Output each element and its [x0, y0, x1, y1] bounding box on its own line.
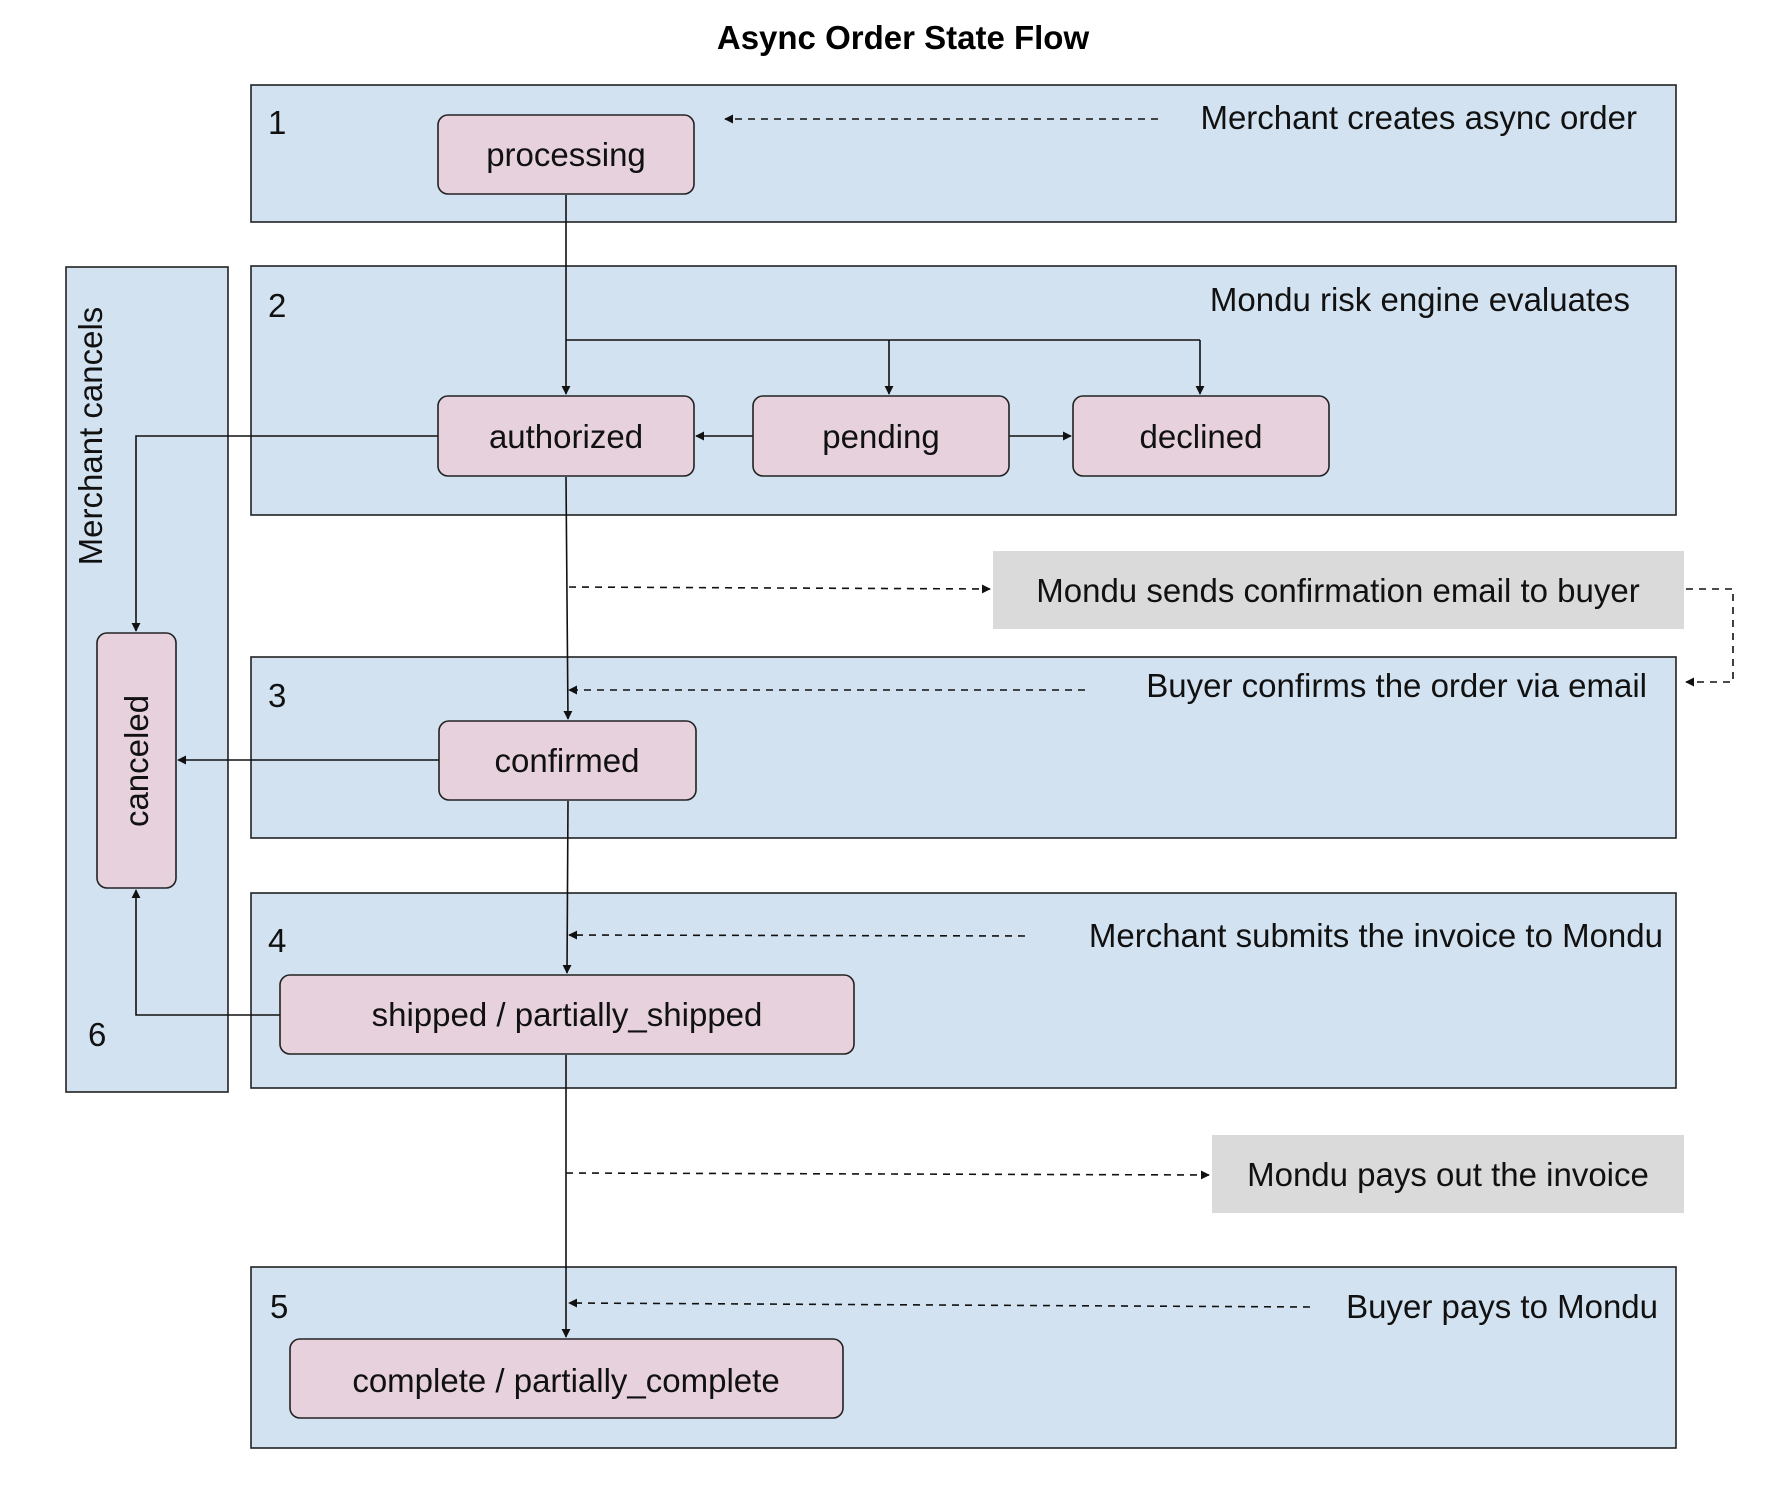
merchant-submits-invoice-arrow	[568, 930, 1026, 940]
authorized-to-confirmed-arrow	[563, 476, 573, 720]
state-canceled-label: canceled	[118, 695, 155, 827]
stage-5-number: 5	[270, 1288, 288, 1325]
state-shipped-box	[279, 974, 855, 1055]
stage-6-caption: Merchant cancels	[72, 307, 109, 566]
stage-4-number: 4	[268, 922, 286, 959]
shipped-to-canceled-arrow	[131, 889, 280, 1016]
confirmed-to-shipped-arrow	[562, 800, 572, 974]
stage-5-caption: Buyer pays to Mondu	[1346, 1288, 1658, 1325]
state-confirmed-box	[438, 720, 697, 801]
stage-2-number: 2	[268, 287, 286, 324]
state-authorized-label: authorized	[489, 418, 643, 455]
payout-note-box	[1212, 1135, 1684, 1213]
stage-3-number: 3	[268, 677, 286, 714]
state-processing-label: processing	[486, 136, 646, 173]
state-pending-box	[752, 395, 1010, 477]
buyer-pays-arrow	[568, 1298, 1311, 1308]
payout-note: Mondu pays out the invoice	[1247, 1156, 1649, 1193]
state-complete-label: complete / partially_complete	[352, 1362, 779, 1399]
payout-arrow	[565, 1170, 1210, 1180]
confirmation-email-note-box	[993, 551, 1684, 629]
confirmation-email-note: Mondu sends confirmation email to buyer	[1036, 572, 1639, 609]
stage-3-caption: Buyer confirms the order via email	[1146, 667, 1647, 704]
state-complete-box	[289, 1338, 844, 1419]
email-to-buyer-confirms-arrow	[1685, 588, 1734, 687]
stage-6-number: 6	[88, 1016, 106, 1053]
stage-1-number: 1	[268, 104, 286, 141]
authorized-to-canceled-arrow	[131, 435, 438, 632]
state-processing-box	[437, 114, 695, 195]
diagram-title: Async Order State Flow	[717, 19, 1090, 56]
state-confirmed-label: confirmed	[495, 742, 640, 779]
state-pending-label: pending	[822, 418, 939, 455]
stage-4-caption: Merchant submits the invoice to Mondu	[1089, 917, 1663, 954]
state-authorized-box	[437, 395, 695, 477]
state-shipped-label: shipped / partially_shipped	[372, 996, 763, 1033]
state-canceled-box	[96, 632, 177, 889]
stage-1-caption: Merchant creates async order	[1200, 99, 1637, 136]
state-declined-box	[1072, 395, 1330, 477]
stage-2-caption: Mondu risk engine evaluates	[1210, 281, 1630, 318]
state-declined-label: declined	[1140, 418, 1263, 455]
send-email-arrow	[568, 584, 991, 594]
